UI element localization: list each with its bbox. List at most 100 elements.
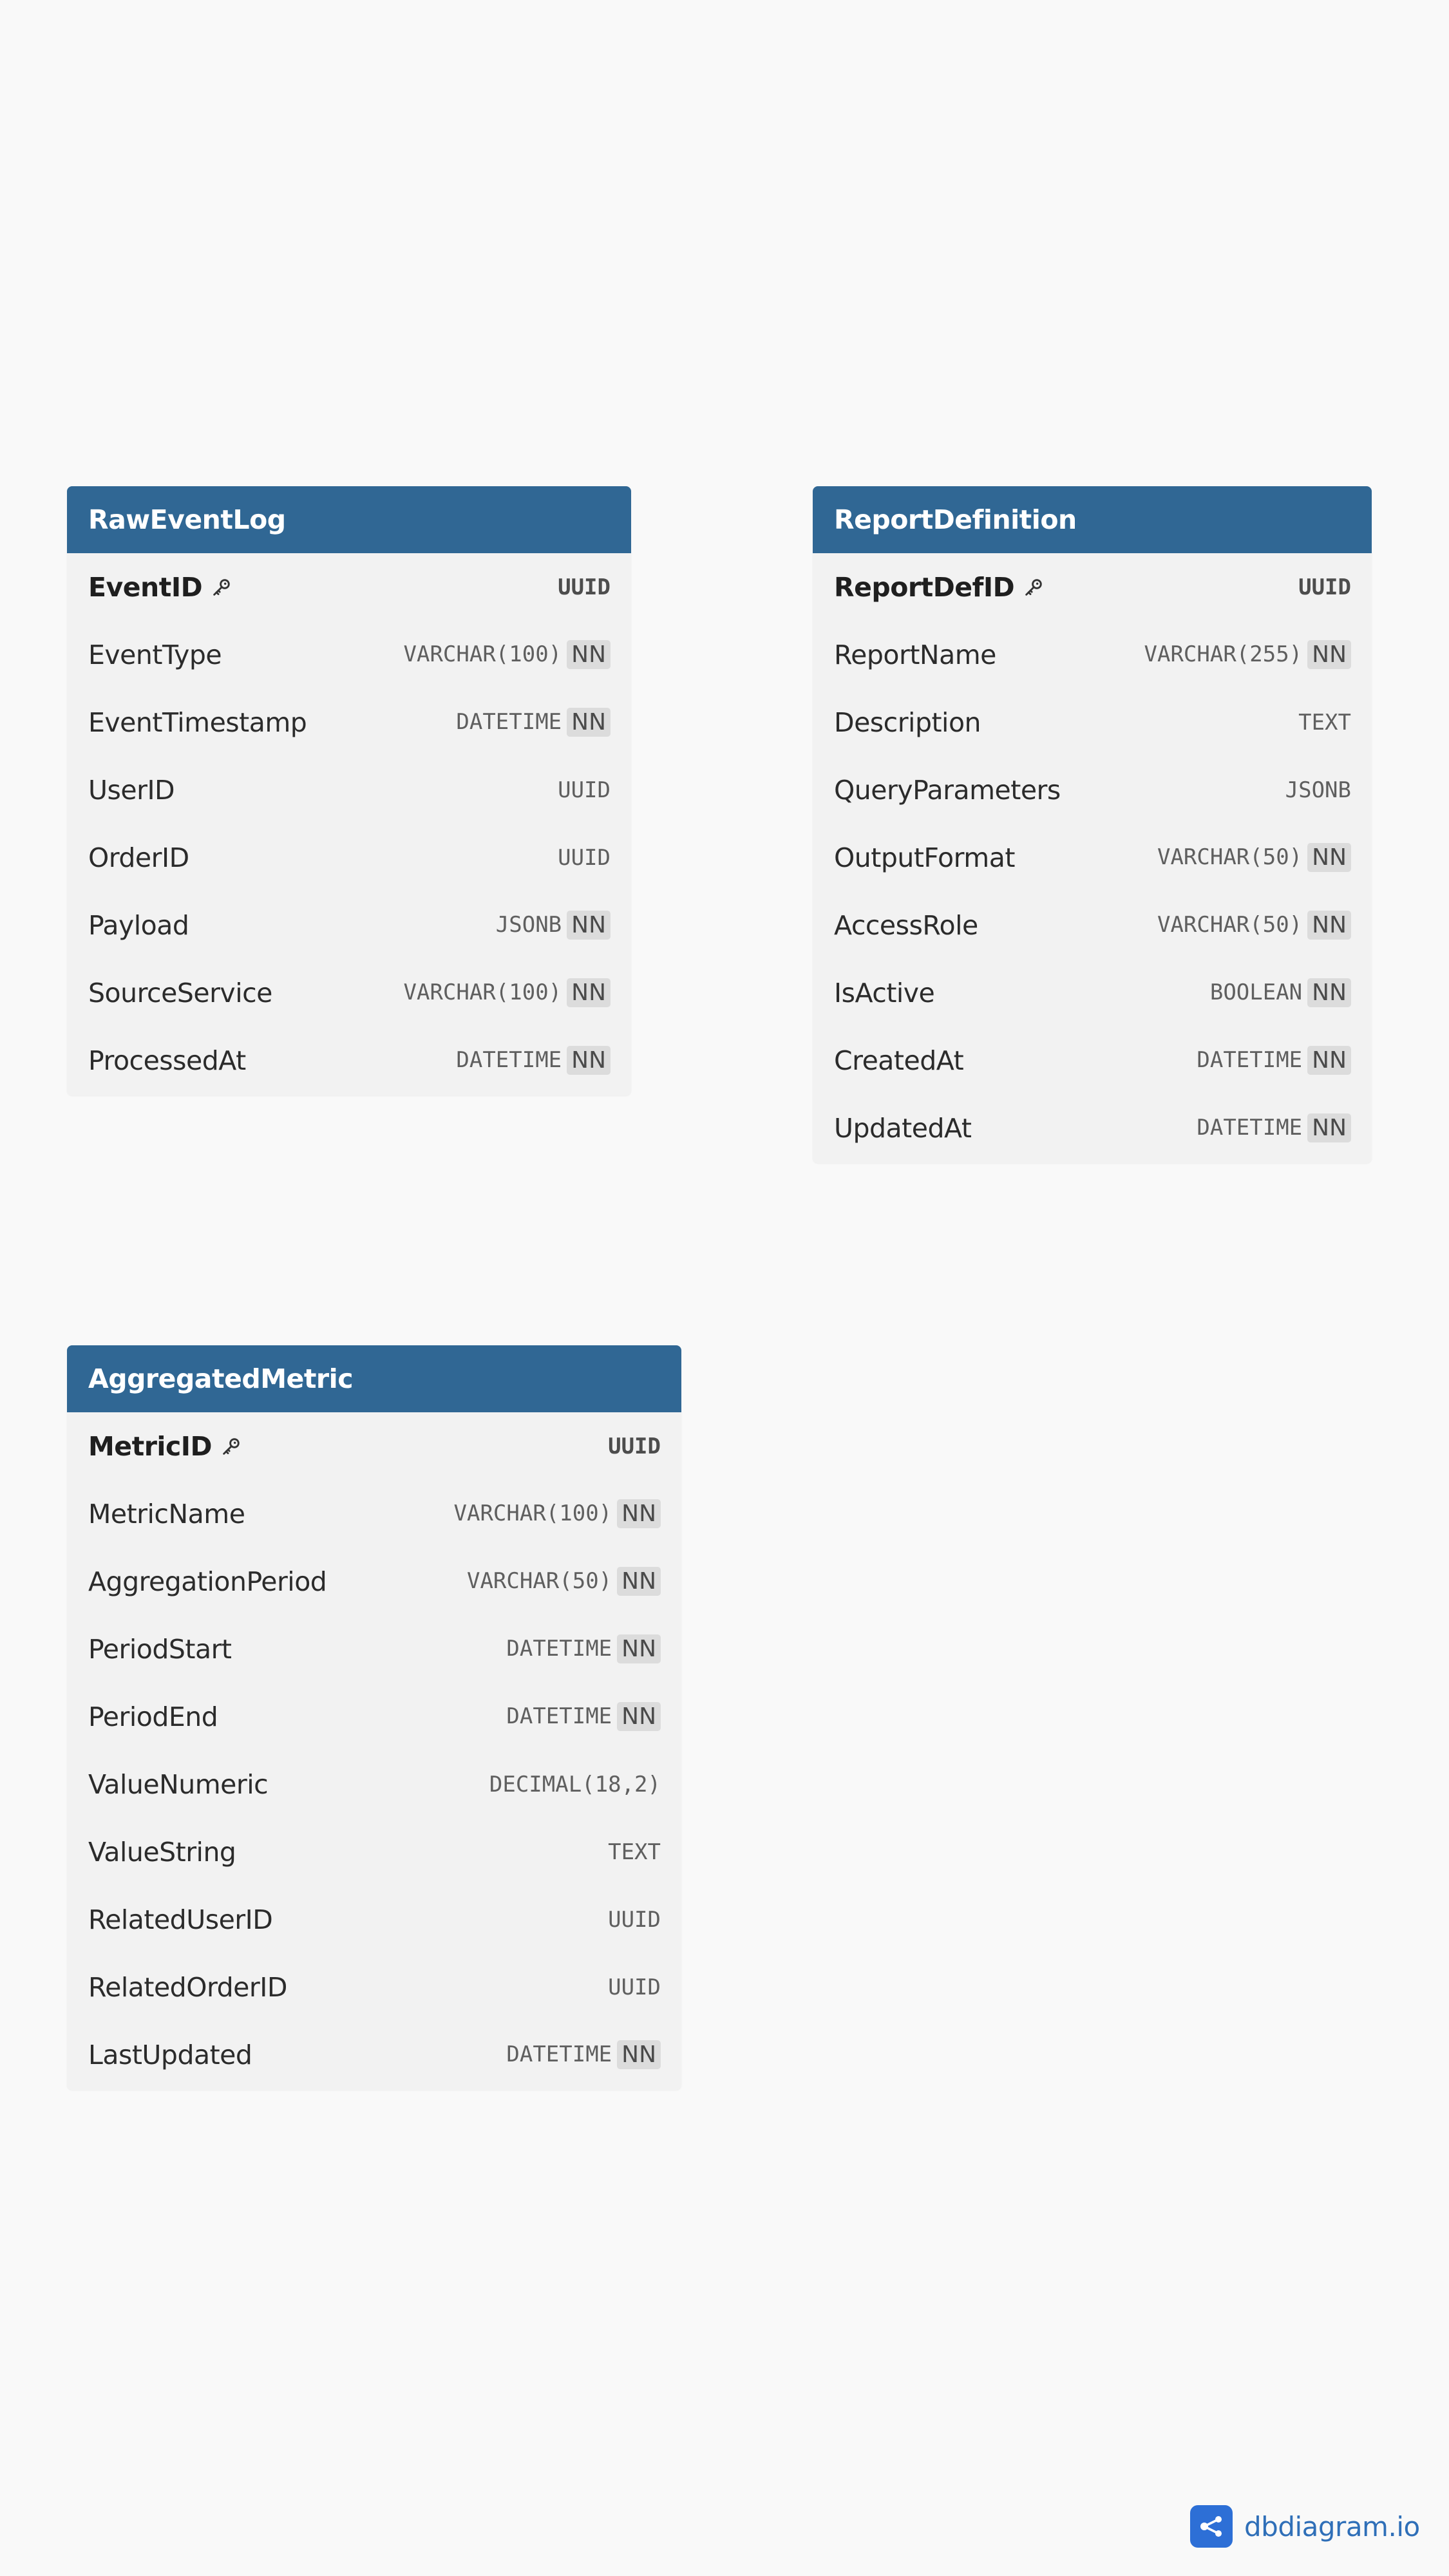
- column-name: UpdatedAt: [834, 1112, 972, 1144]
- column-name: ProcessedAt: [88, 1045, 246, 1076]
- column-type: VARCHAR(100): [403, 641, 562, 668]
- column-name-cell: ProcessedAt: [88, 1045, 246, 1076]
- column-type-cell: VARCHAR(50)NN: [467, 1566, 661, 1596]
- column-row-event-id[interactable]: EventID UUID: [67, 553, 631, 621]
- table-header[interactable]: AggregatedMetric: [67, 1345, 681, 1412]
- column-name-cell: MetricID: [88, 1431, 244, 1462]
- column-row-value-string[interactable]: ValueString TEXT: [67, 1818, 681, 1886]
- column-name-cell: OutputFormat: [834, 842, 1015, 873]
- column-name-cell: QueryParameters: [834, 775, 1061, 806]
- column-type-cell: VARCHAR(255)NN: [1144, 639, 1351, 670]
- column-row-event-type[interactable]: EventType VARCHAR(100)NN: [67, 621, 631, 688]
- table-header[interactable]: RawEventLog: [67, 486, 631, 553]
- column-type-cell: UUID: [558, 777, 611, 803]
- column-type: VARCHAR(100): [403, 980, 562, 1006]
- not-null-badge: NN: [617, 1566, 661, 1596]
- column-name-cell: UpdatedAt: [834, 1112, 972, 1144]
- column-type-cell: JSONB: [1285, 777, 1351, 803]
- brand-watermark[interactable]: dbdiagram.io: [1190, 2505, 1420, 2548]
- brand-name: dbdiagram.io: [1244, 2510, 1420, 2543]
- column-name-cell: EventTimestamp: [88, 707, 307, 738]
- column-type-cell: UUID: [558, 574, 611, 600]
- column-row-metric-id[interactable]: MetricID UUID: [67, 1412, 681, 1480]
- column-type-cell: VARCHAR(50)NN: [1157, 910, 1351, 940]
- column-type: UUID: [608, 1433, 661, 1459]
- column-type-cell: VARCHAR(100)NN: [454, 1499, 661, 1529]
- not-null-badge: NN: [617, 1701, 661, 1732]
- column-type: DATETIME: [1197, 1047, 1303, 1074]
- column-name: Payload: [88, 909, 189, 941]
- column-name-cell: Description: [834, 707, 981, 738]
- column-type-cell: VARCHAR(100)NN: [403, 639, 611, 670]
- column-name: AggregationPeriod: [88, 1566, 327, 1597]
- column-row-query-parameters[interactable]: QueryParameters JSONB: [813, 756, 1372, 824]
- column-row-report-name[interactable]: ReportName VARCHAR(255)NN: [813, 621, 1372, 688]
- column-name-cell: RelatedUserID: [88, 1904, 273, 1935]
- column-type: UUID: [1298, 574, 1351, 600]
- not-null-badge: NN: [1307, 842, 1351, 873]
- column-row-aggregation-period[interactable]: AggregationPeriod VARCHAR(50)NN: [67, 1548, 681, 1615]
- column-name: ReportName: [834, 639, 996, 670]
- column-name-cell: ReportName: [834, 639, 996, 670]
- column-row-access-role[interactable]: AccessRole VARCHAR(50)NN: [813, 891, 1372, 959]
- column-name-cell: UserID: [88, 775, 175, 806]
- column-name-cell: AccessRole: [834, 910, 978, 941]
- not-null-badge: NN: [567, 978, 611, 1008]
- column-row-source-service[interactable]: SourceService VARCHAR(100)NN: [67, 959, 631, 1027]
- column-type-cell: VARCHAR(100)NN: [403, 978, 611, 1008]
- column-name-cell: EventType: [88, 639, 222, 670]
- column-name: EventID: [88, 571, 203, 603]
- column-name: ValueString: [88, 1836, 236, 1868]
- column-row-order-id[interactable]: OrderID UUID: [67, 824, 631, 891]
- column-type: TEXT: [608, 1839, 661, 1865]
- dbdiagram-logo-icon: [1190, 2505, 1233, 2548]
- column-name-cell: CreatedAt: [834, 1045, 964, 1076]
- column-name-cell: OrderID: [88, 842, 189, 873]
- column-name: UserID: [88, 774, 175, 806]
- column-row-value-numeric[interactable]: ValueNumeric DECIMAL(18,2): [67, 1750, 681, 1818]
- column-type: JSONB: [495, 912, 562, 938]
- column-type: VARCHAR(50): [1157, 912, 1303, 938]
- column-type-cell: UUID: [608, 1434, 661, 1459]
- column-name: PeriodStart: [88, 1633, 232, 1665]
- column-type: DATETIME: [506, 1703, 612, 1730]
- column-name: IsActive: [834, 977, 935, 1009]
- column-name-cell: EventID: [88, 572, 234, 603]
- column-type-cell: TEXT: [608, 1839, 661, 1865]
- column-type-cell: UUID: [558, 845, 611, 871]
- column-row-user-id[interactable]: UserID UUID: [67, 756, 631, 824]
- table-header[interactable]: ReportDefinition: [813, 486, 1372, 553]
- not-null-badge: NN: [617, 1634, 661, 1664]
- column-type: DATETIME: [506, 2041, 612, 2068]
- column-name-cell: PeriodStart: [88, 1634, 232, 1665]
- column-type-cell: DECIMAL(18,2): [489, 1772, 661, 1797]
- column-name: SourceService: [88, 977, 272, 1009]
- column-type: DATETIME: [456, 709, 562, 735]
- column-name-cell: ValueString: [88, 1837, 236, 1868]
- column-name-cell: ValueNumeric: [88, 1769, 269, 1800]
